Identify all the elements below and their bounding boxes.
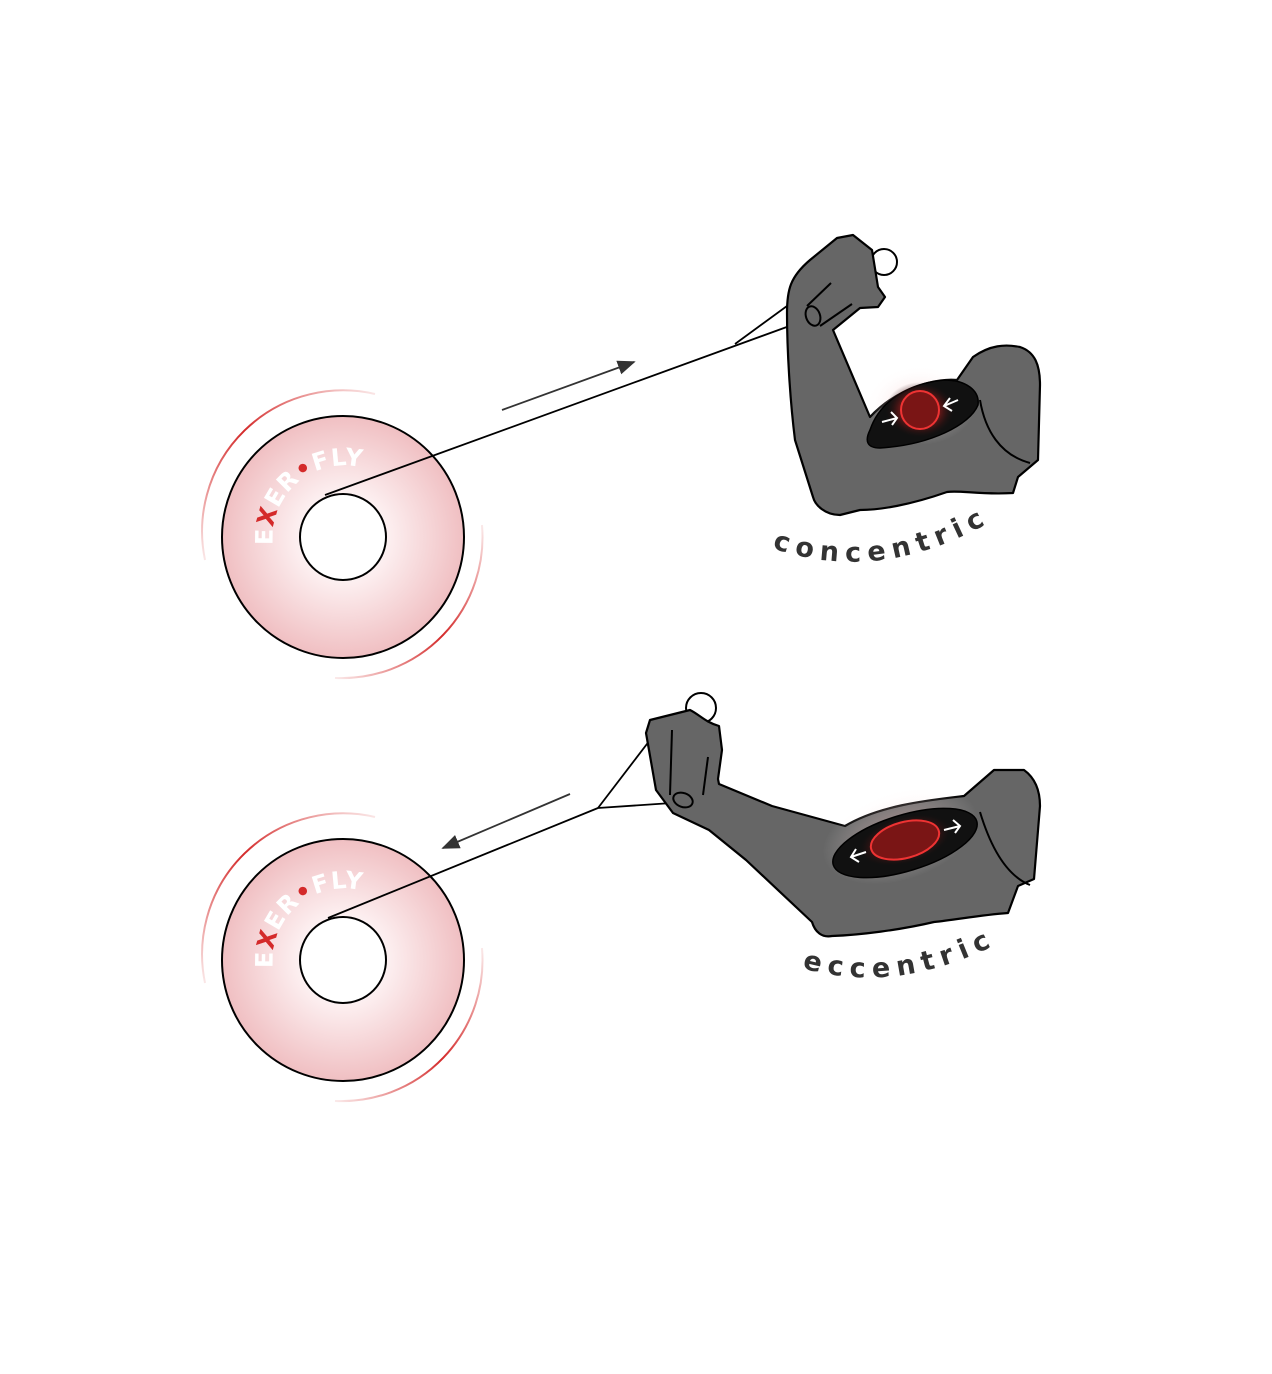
arm-eccentric <box>644 692 1042 938</box>
motion-arc <box>201 389 376 561</box>
cable-handle-top <box>734 305 788 345</box>
flywheel-bottom: EXER•FLY <box>201 812 484 1103</box>
flywheel-top: EXER•FLY <box>201 389 484 680</box>
release-arrow-icon <box>441 793 571 849</box>
flywheel-hub <box>299 493 387 581</box>
cable-handle-bottom <box>597 739 651 809</box>
motion-arc <box>334 947 484 1103</box>
cable-bottom <box>327 807 599 919</box>
pull-arrow-icon <box>501 360 636 411</box>
cable-top <box>324 319 807 496</box>
label-concentric: concentric <box>770 500 995 569</box>
motion-arc <box>201 812 376 984</box>
flywheel-hub <box>299 916 387 1004</box>
arrow-right-icon <box>881 411 899 426</box>
arm-concentric <box>785 233 1042 517</box>
muscle-stretch-core <box>869 819 941 861</box>
arrow-right-icon <box>943 819 962 834</box>
muscle-contraction-core <box>900 390 940 430</box>
handle-grip <box>804 305 822 327</box>
arrow-left-icon <box>849 848 867 863</box>
handle-grip <box>672 791 694 809</box>
motion-arc <box>334 524 484 680</box>
arrow-left-icon <box>942 397 959 412</box>
cable-handle-bottom <box>597 802 673 809</box>
